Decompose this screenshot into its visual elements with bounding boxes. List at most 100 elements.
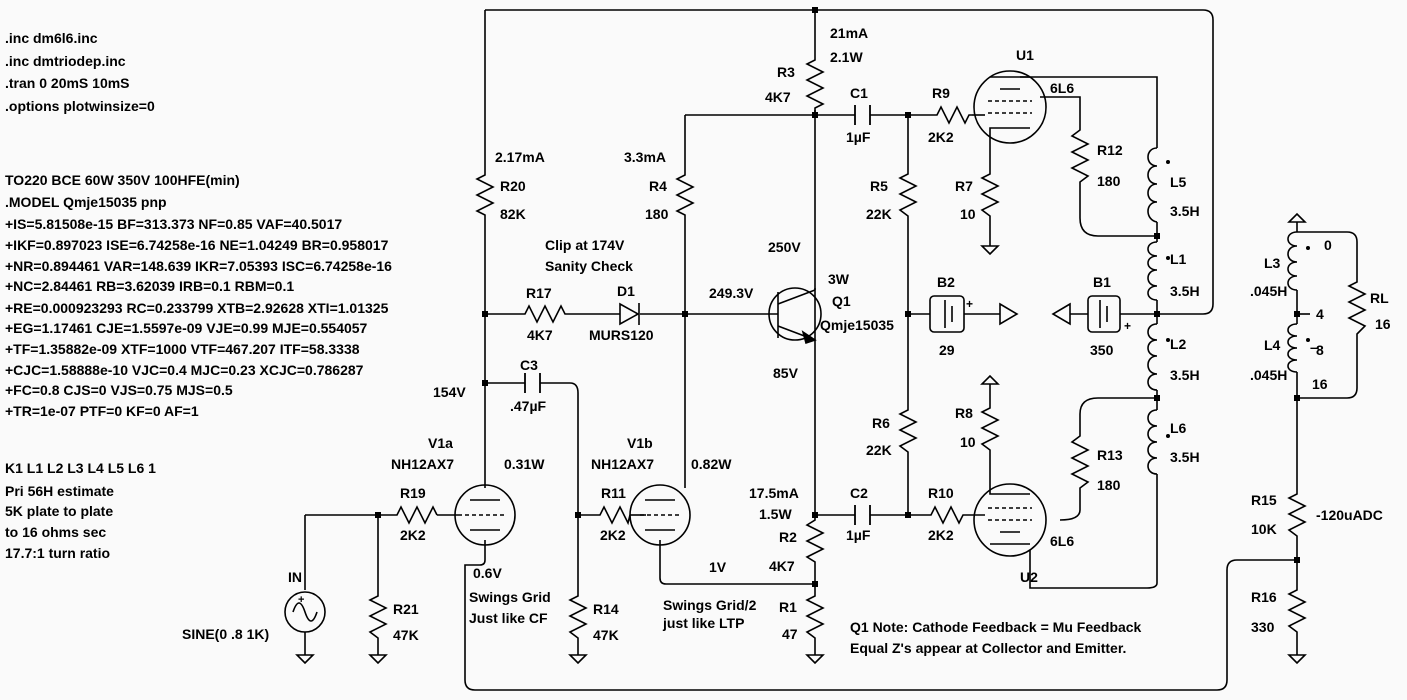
r3-value: 4K7 [765,89,791,105]
r20-label: R20 [500,178,526,194]
v1a-label: V1a [428,435,453,451]
r4-zigzag [675,170,695,218]
r5-label: R5 [870,178,888,194]
v-1: 1V [709,559,727,575]
rl-value: 16 [1375,316,1391,332]
q1-label: Q1 [832,293,851,309]
v-85: 85V [773,365,799,381]
r2-current: 17.5mA [749,485,799,501]
v1a-power: 0.31W [504,456,545,472]
r6-value: 22K [866,442,892,458]
model-line: +NC=2.84461 RB=3.62039 IRB=0.1 RBM=0.1 [5,278,294,294]
r12-zigzag [1070,124,1090,190]
component-labels: 21mA 2.1W R3 4K7 C1 1µF R9 2K2 U1 6L6 R1… [182,25,1391,656]
swing-note-2a: Swings Grid/2 [663,597,757,613]
r15-zigzag [1287,488,1307,540]
gnd-r16 [1287,654,1307,665]
l5-value: 3.5H [1170,203,1200,219]
r12-value: 180 [1097,173,1121,189]
r17-label: R17 [526,285,552,301]
r14-zigzag [568,590,588,650]
r3-current: 21mA [830,25,868,41]
directive-line: .options plotwinsize=0 [5,98,155,114]
c2-label: C2 [850,485,868,501]
r4-value: 180 [645,206,669,222]
l1-value: 3.5H [1170,283,1200,299]
b1-value: 350 [1090,342,1114,358]
model-line: +IKF=0.897023 ISE=6.74258e-16 NE=1.04249… [5,237,389,253]
l2-label: L2 [1170,336,1187,352]
model-line: +TF=1.35882e-09 XTF=1000 VTF=467.207 ITF… [5,341,360,357]
model-line: .MODEL Qmje15035 pnp [5,194,167,210]
gnd-r1 [805,650,825,665]
r13-label: R13 [1097,447,1123,463]
v-249-3: 249.3V [709,285,754,301]
q1-type: Qmje15035 [820,317,894,333]
in-label: IN [288,569,302,585]
r19-zigzag [393,505,438,525]
b2-plus: + [966,297,973,311]
r15-current: -120uADC [1316,507,1383,523]
batteries [929,295,1121,333]
r11-label: R11 [601,485,626,501]
r20-zigzag [475,170,495,218]
r21-value: 47K [393,627,419,643]
directive-line: .inc dmtriodep.inc [5,53,126,69]
coupling-line: to 16 ohms sec [5,524,106,540]
d1-label: D1 [617,283,635,299]
r17-value: 4K7 [527,327,553,343]
l6-value: 3.5H [1170,449,1200,465]
r16-label: R16 [1251,589,1277,605]
r21-zigzag [368,590,388,650]
v1b-label: V1b [627,435,653,451]
r20-current: 2.17mA [495,149,545,165]
r15-label: R15 [1251,492,1277,508]
r11-zigzag [598,505,631,526]
l4-value: .045H [1250,367,1287,383]
tap-8: 8 [1316,342,1324,358]
u2-tube [973,482,1047,557]
coupling-line: Pri 56H estimate [5,483,114,499]
flag-left [1051,302,1071,326]
q1-note-1: Q1 Note: Cathode Feedback = Mu Feedback [850,619,1142,635]
r10-zigzag [927,505,967,525]
c2-value: 1µF [846,527,871,543]
gnd-r7 [980,240,1000,256]
r4-label: R4 [649,178,667,194]
r1-zigzag [805,590,825,644]
q1-transistor [768,287,822,345]
r5-value: 22K [866,206,892,222]
sine-source: + [284,591,326,655]
coupling-line: 5K plate to plate [5,503,113,519]
r2-label: R2 [779,529,797,545]
resistors [368,55,1367,650]
r19-label: R19 [400,485,426,501]
r7-zigzag [980,168,1000,222]
r6-zigzag [898,404,918,458]
d1-type: MURS120 [589,327,654,343]
r17-zigzag [520,304,570,324]
model-line: +IS=5.81508e-15 BF=313.373 NF=0.85 VAF=4… [5,216,342,232]
l3-coil [1287,231,1298,291]
spice-directives: .inc dm6l6.inc .inc dmtriodep.inc .tran … [5,30,155,114]
model-line: +FC=0.8 CJS=0 VJS=0.75 MJS=0.5 [5,382,233,398]
l1-coil [1147,241,1158,301]
b1-plus: + [1124,319,1131,333]
b1-body [1087,295,1121,333]
gnd-l3 [1287,212,1307,223]
l2-coil [1147,323,1158,391]
model-line: +CJC=1.58888e-10 VJC=0.4 MJC=0.23 XCJC=0… [5,362,364,378]
c3-label: C3 [520,357,538,373]
inductors [1147,147,1298,475]
gnd-r14 [568,650,588,665]
r5-zigzag [898,168,918,222]
c1-value: 1µF [846,129,871,145]
model-line: TO220 BCE 60W 350V 100HFE(min) [5,172,240,188]
flag-right [999,302,1019,326]
sine-label: SINE(0 .8 1K) [182,626,269,642]
svg-text:–: – [1310,339,1318,355]
l4-coil [1287,323,1298,373]
r7-label: R7 [955,178,973,194]
r13-value: 180 [1097,477,1121,493]
r20-value: 82K [500,206,526,222]
